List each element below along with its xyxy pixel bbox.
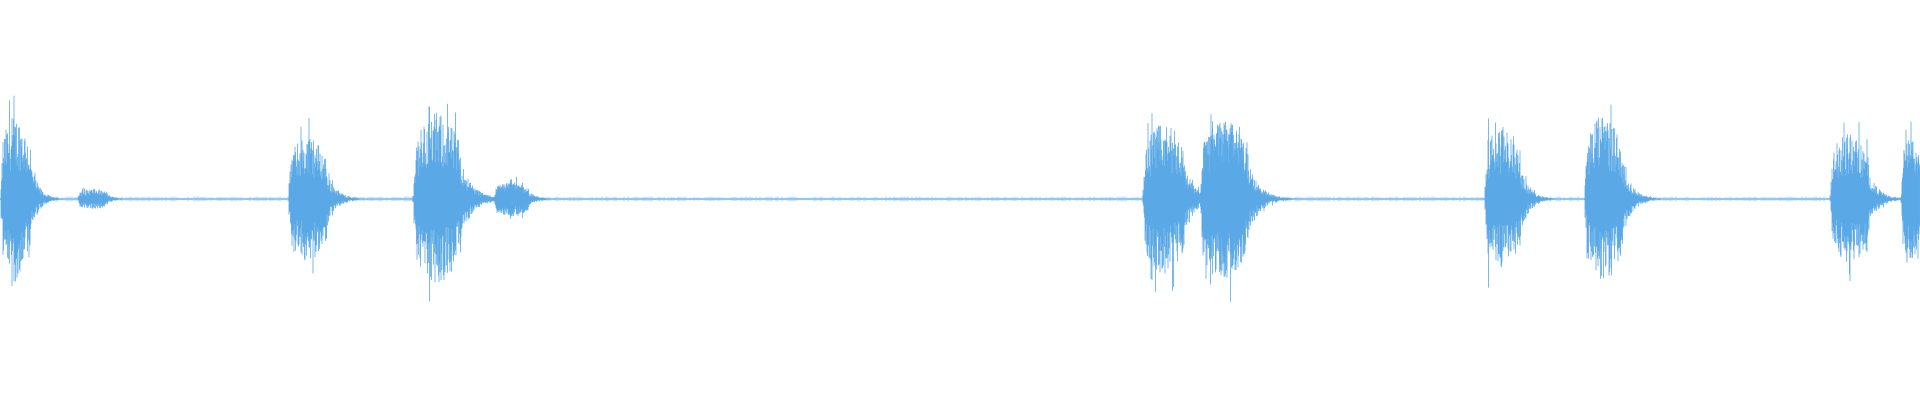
waveform-burst [1483, 118, 1572, 288]
waveform-burst [1583, 104, 1677, 279]
waveform-burst [287, 118, 381, 274]
waveform-burst-path [0, 95, 74, 286]
waveform-burst [75, 187, 151, 209]
waveform-burst [1199, 121, 1316, 302]
waveform-burst-path [287, 118, 381, 274]
waveform-burst-path [1583, 104, 1677, 279]
waveform-noise [0, 196, 1901, 202]
waveform-burst-path [75, 187, 151, 209]
waveform-burst-path [1199, 121, 1316, 302]
waveform-burst-path [1483, 118, 1572, 288]
waveform-burst [0, 95, 74, 286]
